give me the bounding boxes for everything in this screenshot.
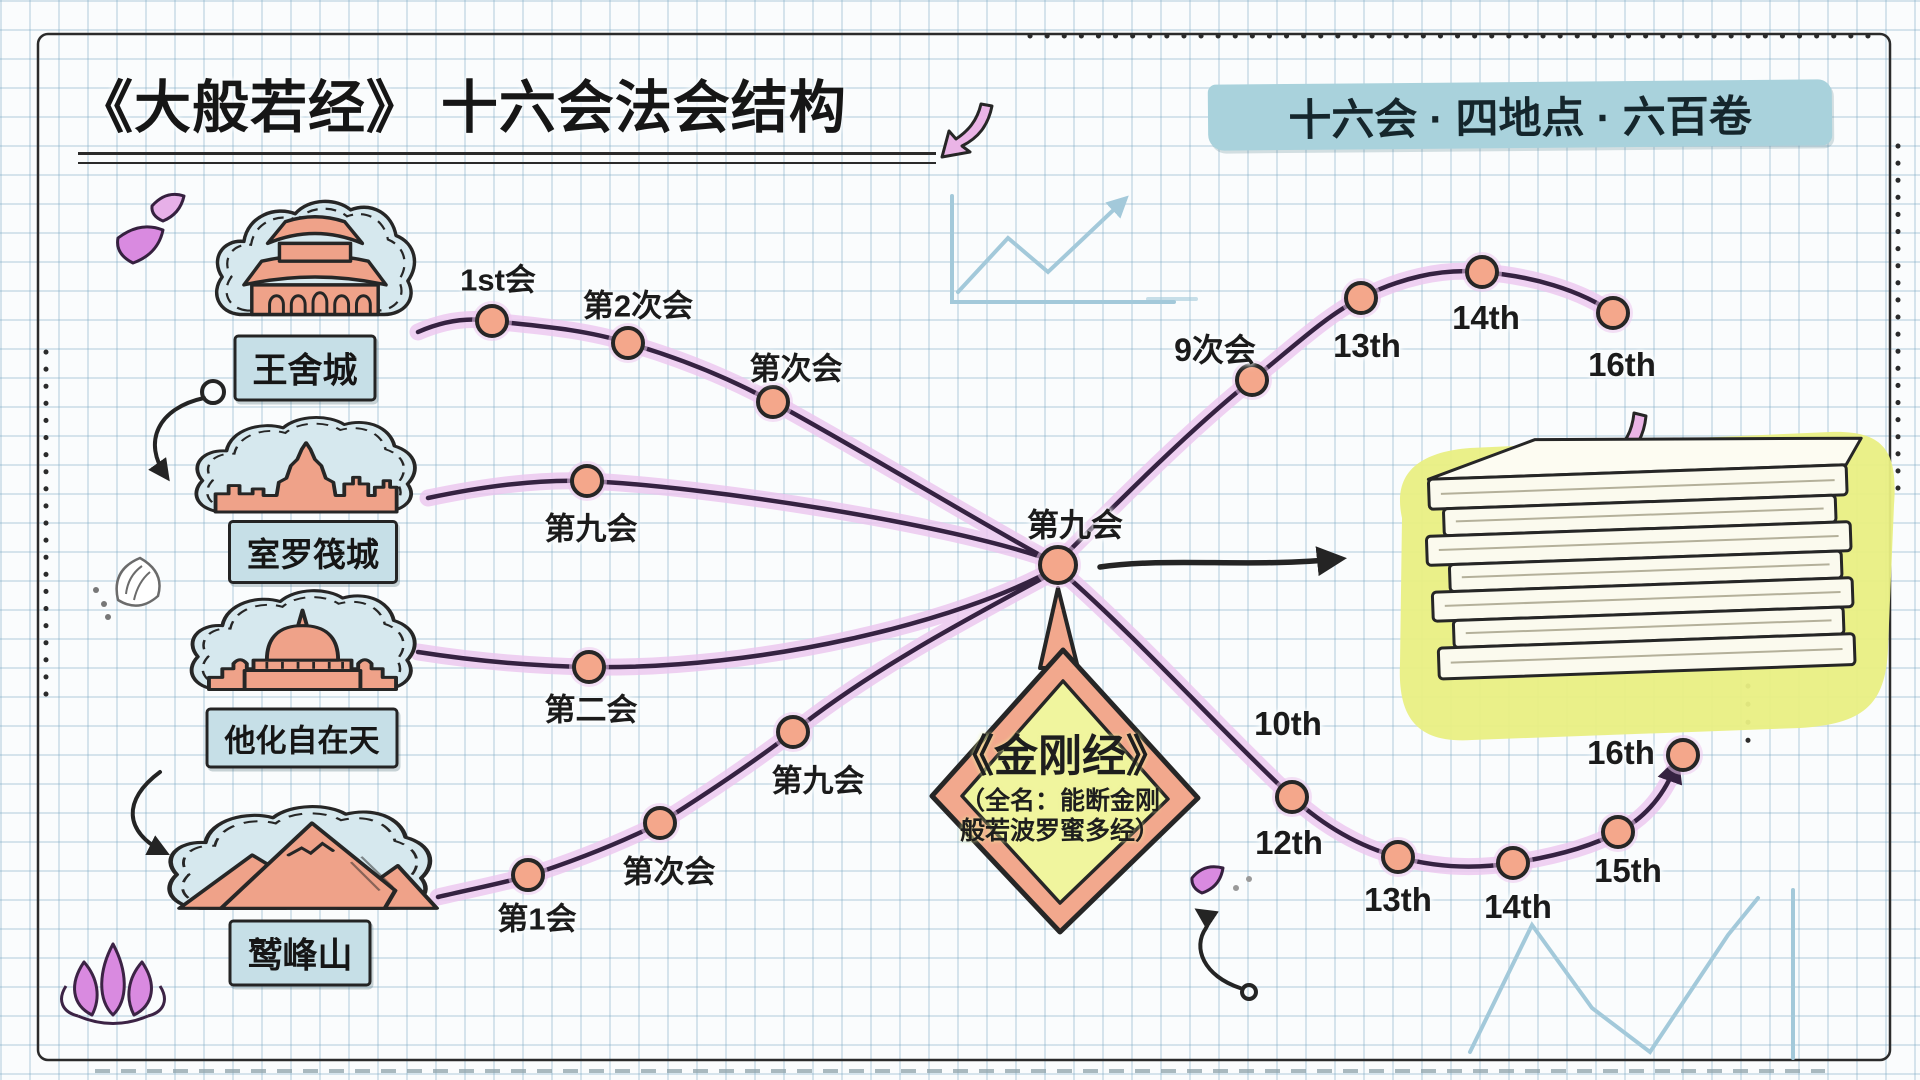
assembly-label: 14th <box>1452 299 1520 336</box>
assembly-node <box>511 858 545 892</box>
pink-arrow-to-books <box>1600 411 1648 474</box>
assembly-node <box>776 715 810 749</box>
assembly-node <box>643 806 677 840</box>
assembly-node <box>475 304 509 338</box>
assembly-node <box>1666 738 1700 772</box>
assembly-node <box>1275 780 1309 814</box>
assembly-label: 第次会 <box>622 854 716 890</box>
assembly-node <box>572 650 606 684</box>
assembly-label: 1st会 <box>460 262 536 298</box>
assembly-label: 16th <box>1587 734 1655 771</box>
assembly-label: 第1会 <box>497 901 577 937</box>
assembly-node <box>1601 815 1635 849</box>
assembly-label: 9次会 <box>1174 332 1256 368</box>
assembly-node <box>1465 255 1499 289</box>
assembly-label: 第2次会 <box>582 288 694 324</box>
assembly-label: 第二会 <box>544 692 638 728</box>
assembly-label: 13th <box>1364 881 1432 918</box>
assembly-node <box>756 385 790 419</box>
location-label-shiluofacheng: 室罗筏城 <box>228 520 398 584</box>
hub-to-books-arrow <box>1097 546 1347 577</box>
assembly-label: 第九会 <box>544 511 638 547</box>
assembly-label: 14th <box>1484 888 1552 925</box>
summary-badge: 十六会 · 四地点 · 六百卷 <box>1207 79 1833 151</box>
assembly-node <box>570 464 604 498</box>
assembly-label: 第九会 <box>1026 507 1124 543</box>
assembly-node <box>1344 281 1378 315</box>
assembly-label: 13th <box>1333 327 1401 364</box>
location-label-jiufengshan: 鹫峰山 <box>228 919 372 987</box>
page-title: 《大般若经》 十六会法会结构 <box>76 76 847 140</box>
assembly-node <box>1496 846 1530 880</box>
city-icon <box>194 416 417 514</box>
assembly-label: 第次会 <box>749 351 843 387</box>
pink-arrow-title <box>940 102 994 159</box>
assembly-node <box>611 326 645 360</box>
assembly-node <box>1596 296 1630 330</box>
assembly-label: 第九会 <box>771 763 865 799</box>
location-label-wangshecheng: 王舍城 <box>233 334 377 402</box>
assembly-label: 12th <box>1255 824 1323 861</box>
assembly-node <box>1038 545 1078 585</box>
diamond-subtitle-2: 般若波罗蜜多经） <box>959 817 1161 845</box>
assembly-label: 15th <box>1594 852 1662 889</box>
mini-chart-doodle-top <box>950 194 1198 304</box>
assembly-label: 10th <box>1254 705 1322 742</box>
mountain-icon <box>167 805 440 910</box>
temple-icon <box>189 589 417 692</box>
location-label-tahuazizaitian: 他化自在天 <box>205 707 399 769</box>
books-illustration <box>1399 431 1895 741</box>
lotus-icon <box>60 942 166 1025</box>
squiggle-arrow-to-diamond <box>1194 908 1258 1001</box>
palace-icon <box>215 199 417 317</box>
title-underline <box>78 152 936 164</box>
assembly-label: 16th <box>1588 346 1656 383</box>
diamond-title: 《金刚经》 <box>950 732 1170 781</box>
assembly-node <box>1381 840 1415 874</box>
